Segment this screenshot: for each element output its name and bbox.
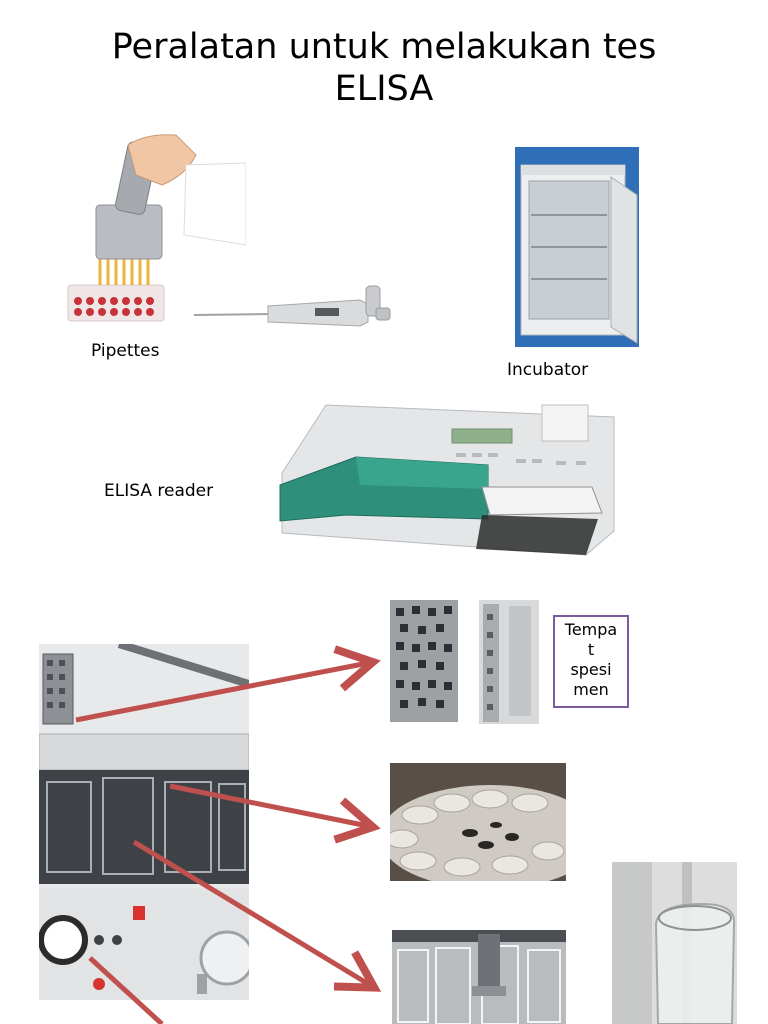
elisa-reader-label: ELISA reader — [104, 481, 214, 501]
multichannel-pipette-image — [66, 125, 246, 325]
glass-beaker-image — [612, 862, 737, 1024]
specimen-holder-image-1 — [390, 600, 458, 722]
specimen-box: Tempa t spesi men — [553, 615, 629, 708]
single-pipette-image — [190, 282, 395, 334]
beakers-bath-image — [392, 930, 566, 1024]
incubator-image — [515, 147, 639, 347]
specimen-box-line-3: spesi — [570, 660, 612, 679]
title-line-1: Peralatan untuk melakukan tes — [111, 27, 657, 67]
elisa-reader-image — [276, 403, 618, 559]
specimen-box-line-1: Tempa — [564, 620, 618, 639]
washer-machine-image — [39, 644, 249, 1000]
incubator-label: Incubator — [507, 360, 589, 380]
round-tray-image — [390, 763, 566, 881]
specimen-box-line-2: t — [587, 640, 595, 659]
slide-title: Peralatan untuk melakukan tes ELISA — [0, 26, 768, 110]
specimen-box-line-4: men — [573, 680, 609, 699]
title-line-2: ELISA — [334, 69, 434, 109]
specimen-holder-image-2 — [479, 600, 539, 724]
pipettes-label: Pipettes — [91, 341, 160, 361]
